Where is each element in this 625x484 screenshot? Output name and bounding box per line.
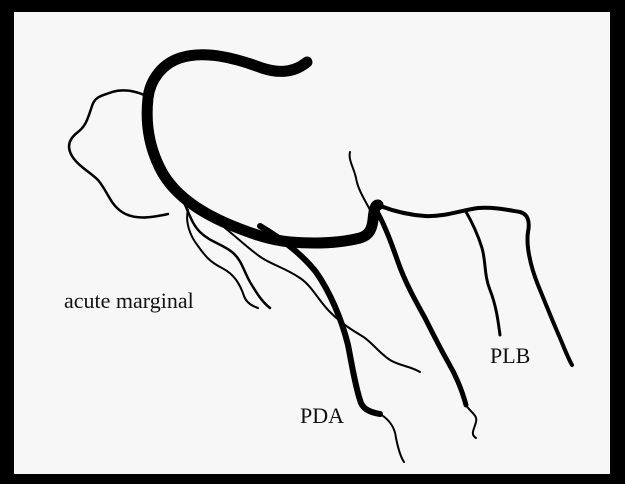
plb-label: PLB bbox=[490, 343, 530, 368]
pda-lower-tail bbox=[380, 414, 404, 462]
posterior-descending-artery bbox=[260, 226, 380, 414]
upper-thin-branch bbox=[350, 152, 370, 210]
acute-marginal-label: acute marginal bbox=[64, 288, 194, 313]
plb-secondary-branch bbox=[465, 210, 500, 335]
middle-wavy-branch bbox=[225, 228, 420, 372]
posterolateral-branch bbox=[375, 208, 466, 405]
main-trunk-vessel bbox=[147, 55, 378, 243]
pda-label: PDA bbox=[300, 403, 344, 428]
plb-lower-tail bbox=[466, 405, 476, 438]
